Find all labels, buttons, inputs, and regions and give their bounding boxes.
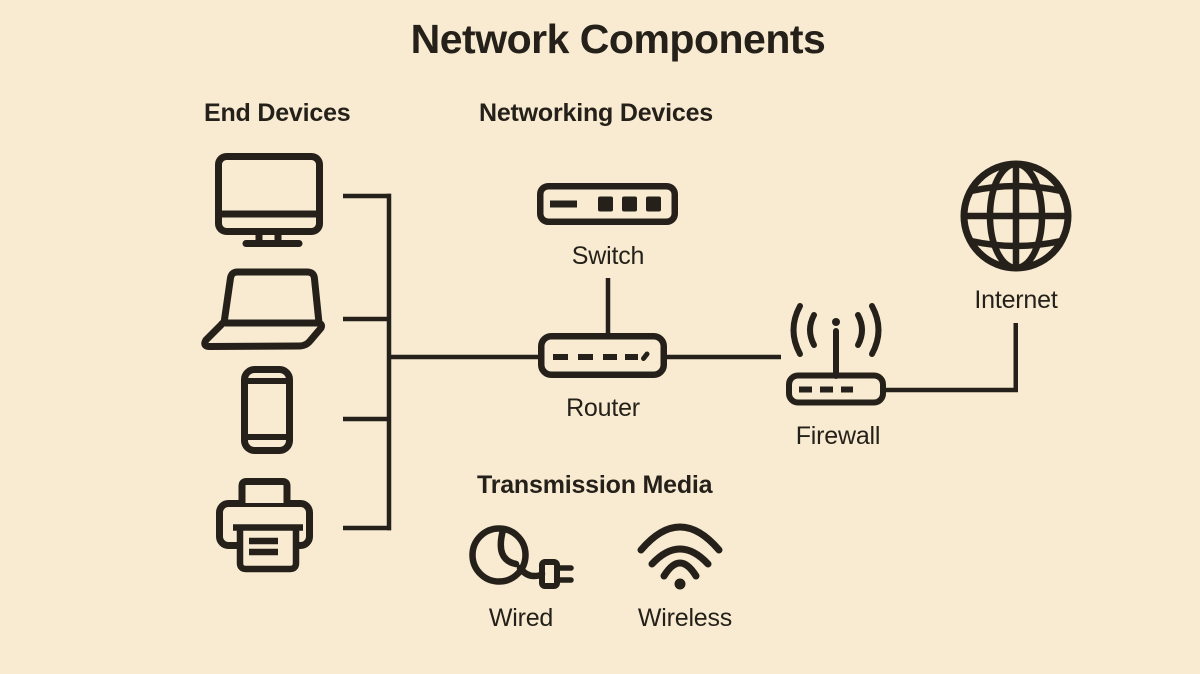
smartphone-icon — [241, 366, 293, 454]
heading-end-devices: End Devices — [204, 99, 351, 127]
heading-networking-devices: Networking Devices — [479, 99, 713, 127]
firewall-icon — [786, 303, 886, 406]
heading-transmission-media: Transmission Media — [477, 471, 713, 499]
wired-label: Wired — [488, 604, 554, 632]
router-label: Router — [566, 394, 640, 422]
wired-icon — [469, 525, 574, 589]
router-icon — [538, 333, 667, 378]
desktop-computer-icon — [215, 153, 323, 247]
wireless-icon — [637, 523, 723, 590]
firewall-label: Firewall — [795, 422, 881, 450]
internet-globe-icon — [960, 160, 1072, 272]
internet-label: Internet — [974, 286, 1058, 314]
laptop-icon — [201, 268, 326, 351]
wireless-label: Wireless — [637, 604, 733, 632]
printer-icon — [216, 478, 313, 573]
switch-label: Switch — [571, 242, 645, 270]
switch-icon — [537, 183, 678, 225]
page-title: Network Components — [410, 16, 826, 62]
line-firewall-to-internet — [886, 323, 1018, 393]
